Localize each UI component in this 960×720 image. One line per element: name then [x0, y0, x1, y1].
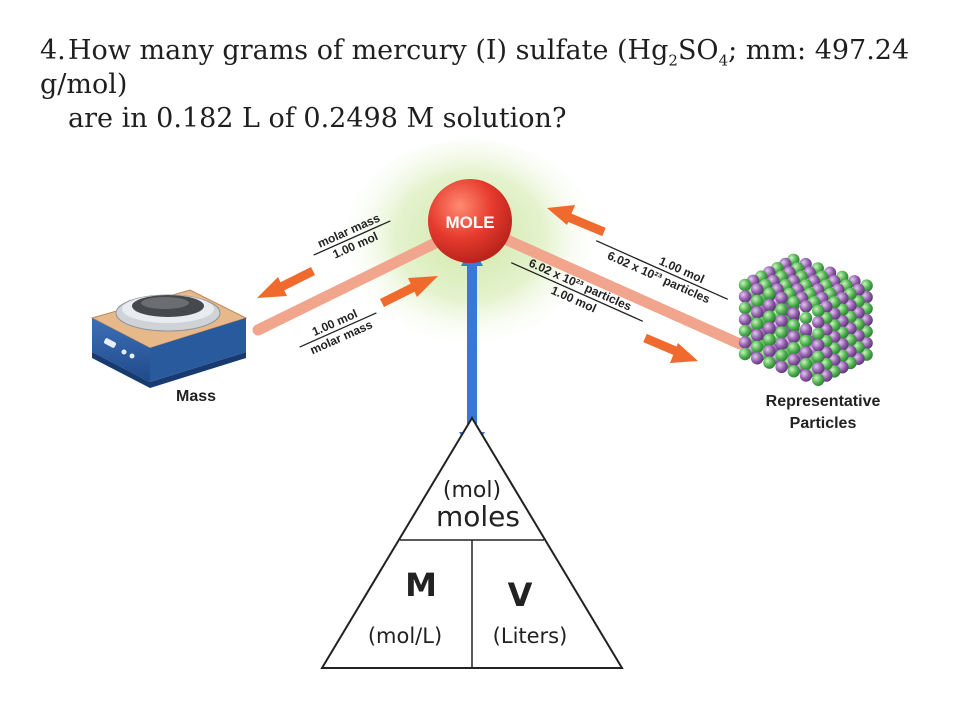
triangle-right-unit: (Liters)	[493, 624, 568, 648]
particle-atom	[763, 310, 776, 323]
arrow-to-mole-from-particles	[547, 205, 606, 237]
particle-atom	[751, 340, 764, 353]
triangle-left-unit: (mol/L)	[368, 624, 442, 648]
particle-atom	[787, 330, 800, 343]
triangle-right-symbol: V	[508, 576, 533, 614]
particle-atom	[775, 360, 788, 374]
particle-atom	[799, 300, 813, 313]
mole-label: MOLE	[445, 213, 494, 232]
particle-atom	[738, 324, 752, 338]
particle-atom	[775, 337, 788, 351]
subscript: 2	[668, 51, 678, 70]
particle-atom	[799, 369, 813, 382]
particle-atom	[763, 344, 776, 358]
particle-atom	[751, 294, 764, 307]
particle-atom	[787, 353, 800, 366]
question-text-part: How many grams of mercury (I) sulfate (H…	[68, 35, 669, 66]
particle-atom	[763, 287, 776, 300]
particle-atom	[787, 319, 800, 332]
particle-atom	[775, 314, 788, 328]
arrow-to-mass	[257, 266, 316, 298]
subscript: 4	[718, 51, 729, 70]
question-number: 4.	[40, 35, 66, 66]
particle-atom	[738, 336, 752, 349]
particle-atom	[812, 316, 825, 329]
particle-atom	[763, 321, 776, 335]
particle-atom	[812, 362, 825, 375]
question-text: 4.How many grams of mercury (I) sulfate …	[40, 34, 940, 136]
particle-atom	[799, 346, 813, 359]
particle-atom	[738, 347, 752, 361]
particle-atom	[763, 298, 776, 312]
particle-atom	[751, 329, 764, 342]
particle-atom	[751, 352, 764, 365]
particle-atom	[775, 326, 788, 339]
particle-atom	[763, 333, 776, 346]
particles-label-line1: Representative	[766, 393, 881, 410]
arrow-to-mole-from-mass	[379, 276, 438, 308]
left-beam	[252, 221, 474, 336]
moles-triangle	[320, 416, 624, 669]
particle-atom	[787, 342, 800, 355]
particle-atom	[812, 304, 825, 317]
particle-atom	[738, 290, 752, 303]
arrow-to-particles	[643, 333, 698, 363]
mass-label: Mass	[176, 388, 216, 405]
particle-atom	[799, 357, 813, 371]
particle-atom	[738, 313, 752, 326]
triangle-top-unit: (mol)	[443, 478, 501, 503]
particle-atom	[787, 307, 800, 320]
particle-atom	[812, 373, 825, 386]
particle-atom	[812, 327, 825, 340]
particle-atom	[799, 323, 813, 336]
particle-atom	[775, 291, 788, 305]
question-line-1: 4.How many grams of mercury (I) sulfate …	[40, 34, 940, 102]
particle-atom	[751, 283, 764, 296]
particle-atom	[775, 303, 788, 316]
question-text-part: ; mm: 497.24 g/mol)	[40, 35, 910, 100]
particle-atom	[787, 365, 800, 378]
mole-ball	[428, 179, 512, 263]
particle-atom	[812, 339, 825, 352]
particle-atom	[799, 334, 813, 348]
particles-label-line2: Particles	[790, 415, 857, 432]
triangle-left-symbol: M	[405, 566, 437, 604]
balance-scale-image	[90, 289, 248, 388]
question-text-part: SO	[677, 35, 719, 66]
particle-atom	[738, 301, 752, 315]
right-beam	[472, 221, 746, 350]
triangle-top-word: moles	[436, 500, 520, 533]
particle-atom	[799, 311, 813, 325]
particle-atom	[763, 356, 776, 369]
particle-atom	[812, 350, 825, 363]
particle-atom	[751, 306, 764, 319]
particle-cube-image	[738, 253, 873, 386]
particle-atom	[775, 349, 788, 362]
particle-atom	[738, 278, 752, 292]
particle-atom	[751, 317, 764, 330]
question-line-2: are in 0.182 L of 0.2498 M solution?	[68, 103, 567, 134]
particle-atom	[787, 296, 800, 309]
